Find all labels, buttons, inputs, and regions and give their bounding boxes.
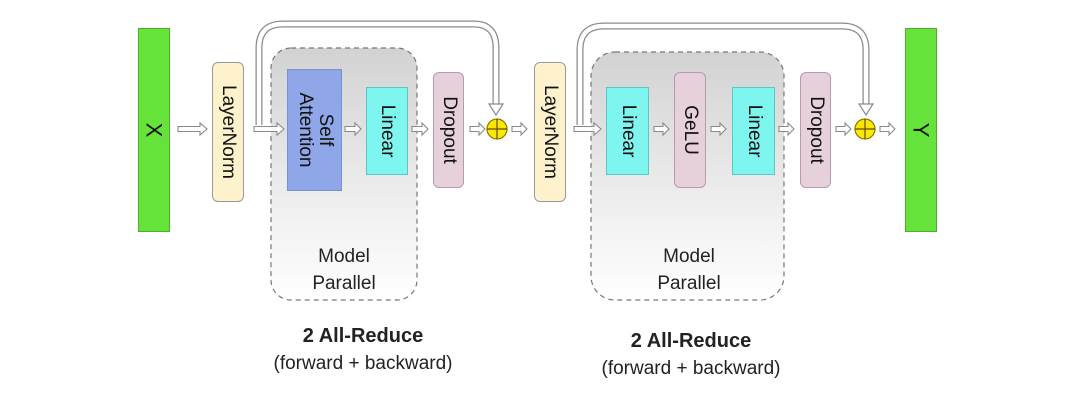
arrow-linear-to-gelu	[653, 121, 670, 137]
layernorm-label-2: LayerNorm	[539, 85, 561, 179]
arrow-layernorm-to-attention	[253, 121, 285, 137]
model-parallel-label-1: Model Parallel	[312, 246, 376, 294]
add-node-1	[486, 118, 508, 140]
arrow-linear-to-dropout	[411, 121, 429, 137]
linear-block-1: Linear	[366, 87, 408, 175]
arrow-x-to-layernorm	[177, 121, 208, 137]
dropout-block-2: Dropout	[800, 72, 831, 188]
all-reduce-title-2: 2 All-Reduce	[630, 330, 752, 352]
arrow-gelu-to-linear	[710, 121, 727, 137]
arrow-layernorm2-to-linear	[573, 121, 602, 137]
gelu-block: GeLU	[674, 72, 706, 188]
all-reduce-title-1: 2 All-Reduce	[302, 325, 424, 347]
add-node-2	[854, 118, 876, 140]
input-x-block: X	[138, 28, 170, 232]
arrow-linear-to-dropout2	[778, 121, 795, 137]
layernorm-block-1: LayerNorm	[212, 62, 244, 202]
residual-arrowhead-1	[487, 103, 505, 117]
layernorm-block-2: LayerNorm	[534, 62, 566, 202]
arrow-dropout-to-add	[469, 121, 486, 137]
dropout-label-2: Dropout	[805, 96, 827, 164]
dropout-label-1: Dropout	[438, 96, 460, 164]
linear-label-2b: Linear	[743, 104, 765, 158]
self-attention-block: Self Attention	[287, 69, 342, 191]
all-reduce-label-2: 2 All-Reduce (forward + backward)	[560, 328, 822, 382]
arrow-add-to-y	[879, 121, 896, 137]
model-parallel-label-2: Model Parallel	[657, 246, 721, 294]
arrow-attention-to-linear	[344, 121, 362, 137]
dropout-block-1: Dropout	[433, 72, 464, 188]
flow-arrows	[177, 121, 896, 137]
linear-block-2a: Linear	[606, 87, 649, 175]
all-reduce-sub-2: (forward + backward)	[601, 358, 781, 379]
layernorm-label-1: LayerNorm	[217, 85, 239, 179]
input-x-label: X	[141, 122, 167, 138]
all-reduce-sub-1: (forward + backward)	[273, 353, 453, 374]
output-y-label: Y	[908, 122, 934, 138]
linear-label-1: Linear	[376, 104, 398, 158]
residual-arrowhead-2	[857, 103, 875, 117]
output-y-block: Y	[905, 28, 937, 232]
self-attention-label: Self Attention	[294, 92, 336, 168]
all-reduce-label-1: 2 All-Reduce (forward + backward)	[232, 323, 494, 377]
gelu-label: GeLU	[679, 105, 701, 155]
arrow-add-to-layernorm2	[511, 121, 528, 137]
linear-block-2b: Linear	[732, 87, 775, 175]
linear-label-2a: Linear	[617, 104, 639, 158]
arrow-dropout2-to-add	[835, 121, 852, 137]
